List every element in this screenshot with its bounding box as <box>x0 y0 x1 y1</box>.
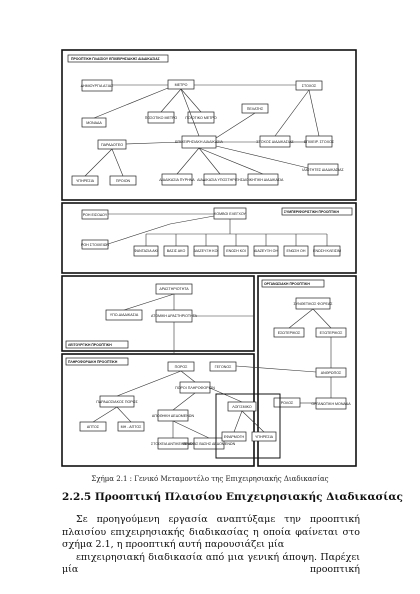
function-panel-label: ΛΕΙΤΟΥΡΓΙΚΗ ΠΡΟΟΠΤΙΚΗ <box>68 343 112 347</box>
svg-text:ΑΝΘΡΩΠΟΣ: ΑΝΘΡΩΠΟΣ <box>321 371 342 375</box>
body-paragraph: Σε προηγούμενη εργασία αναπτύξαμε την πρ… <box>62 514 360 577</box>
svg-text:ΔΙΑΖΕΥΞΗ ΚΟΙ: ΔΙΑΖΕΥΞΗ ΚΟΙ <box>194 249 219 253</box>
svg-text:ΠΡΟΙΟΝ: ΠΡΟΙΟΝ <box>116 179 131 183</box>
svg-text:ΠΟΣΟΤΙΚΟ ΜΕΤΡΟ: ΠΟΣΟΤΙΚΟ ΜΕΤΡΟ <box>145 116 178 120</box>
svg-text:ΔΡΑΣΤΗΡΙΟΤΗΤΑ: ΔΡΑΣΤΗΡΙΟΤΗΤΑ <box>159 287 189 291</box>
function-links <box>123 293 254 354</box>
svg-text:ΚΟΜΒΟΙ ΕΛΕΓΧΟΥ: ΚΟΜΒΟΙ ΕΛΕΓΧΟΥ <box>214 212 247 216</box>
process-panel <box>61 49 357 201</box>
organization-boxes: ΣΥΝΘΕΤΙΚΟΣ ΦΟΡΕΑΣ ΕΣΩΤΕΡΙΚΟΣ ΕΞΩΤΕΡΙΚΟΣ … <box>273 297 351 410</box>
svg-text:ΒΑΣΙΣ ΑΚΟ: ΒΑΣΙΣ ΑΚΟ <box>167 249 186 253</box>
function-boxes: ΔΡΑΣΤΗΡΙΟΤΗΤΑ ΥΠΟ-ΔΙΑΔΙΚΑΣΙΑ ΑΤΟΜΙΚΗ ΔΡΑ… <box>105 283 198 323</box>
svg-text:ΠΙΝΑΚΑΣ ΒΑΣΗΣ ΔΕΔΟΜΕΝΩΝ: ΠΙΝΑΚΑΣ ΒΑΣΗΣ ΔΕΔΟΜΕΝΩΝ <box>183 442 236 446</box>
svg-text:ΠΑΡΑΔΟΣΙΑΚΟΣ ΠΟΡΟΣ: ΠΑΡΑΔΟΣΙΑΚΟΣ ΠΟΡΟΣ <box>96 400 138 404</box>
svg-text:ΥΠΗΡΕΣΙΑ: ΥΠΗΡΕΣΙΑ <box>255 435 274 439</box>
metamodel-figure: .frame { fill:none; stroke:#111; stroke-… <box>60 48 360 468</box>
information-panel-label: ΠΛΗΡΟΦΟΡΙΑΚΗ ΠΡΟΟΠΤΙΚΗ <box>68 360 118 364</box>
paragraph-line: διαδικασίας η οποία φαίνεται στο σχήμα 2… <box>62 526 360 551</box>
figure-caption: Σχήμα 2.1 : Γενικό Μεταμοντέλο της Επιχε… <box>91 475 329 483</box>
svg-text:ΜΟΝΑΔΑ: ΜΟΝΑΔΑ <box>86 121 102 125</box>
svg-text:ΕΠΙΧΕΙΡΗΣΙΑΚΗ ΔΙΑΔΙΚΑΣΙΑ: ΕΠΙΧΕΙΡΗΣΙΑΚΗ ΔΙΑΔΙΚΑΣΙΑ <box>175 140 223 144</box>
svg-text:ΡΟΗ ΣΤΟΙΧΕΙΩΝ: ΡΟΗ ΣΤΟΙΧΕΙΩΝ <box>81 243 109 247</box>
svg-text:ΕΝΩΣΗ ΚΟΙ: ΕΝΩΣΗ ΚΟΙ <box>226 249 246 253</box>
svg-text:ΠΟΡΟΣ: ΠΟΡΟΣ <box>175 365 189 369</box>
svg-text:ΕΞΩΤΕΡΙΚΟΣ: ΕΞΩΤΕΡΙΚΟΣ <box>320 331 343 335</box>
svg-text:ΣΤΟΧΟΣ: ΣΤΟΧΟΣ <box>302 84 317 88</box>
svg-text:ΠΟΡΟΙ ΠΛΗΡΟΦΟΡΙΩΝ: ΠΟΡΟΙ ΠΛΗΡΟΦΟΡΙΩΝ <box>175 386 215 390</box>
svg-text:ΛΟΓΙΣΜΙΚΟ: ΛΟΓΙΣΜΙΚΟ <box>232 405 252 409</box>
svg-text:ΠΑΡΑΔΟΤΕΟ: ΠΑΡΑΔΟΤΕΟ <box>101 143 123 147</box>
svg-text:ΦΑΝΤΑΣΙΑ ΑΚΙ: ΦΑΝΤΑΣΙΑ ΑΚΙ <box>134 249 158 253</box>
svg-text:ΡΟΛΟΣ: ΡΟΛΟΣ <box>281 401 294 405</box>
svg-text:ΜΕΤΡΟ: ΜΕΤΡΟ <box>175 83 188 87</box>
svg-text:ΥΠΗΡΕΣΙΑ: ΥΠΗΡΕΣΙΑ <box>76 179 95 183</box>
process-panel-label: ΠΡΟΟΠΤΙΚΗ ΠΛΑΙΣΙΟΥ ΕΠΙΧΕΙΡΗΣΙΑΚΗΣ ΔΙΑΔΙΚ… <box>71 57 160 61</box>
svg-text:ΓΕΓΟΝΟΣ: ΓΕΓΟΝΟΣ <box>215 365 233 369</box>
svg-text:ΔΗΜΙΟΥΡΓΙΑ ΑΞΙΑΣ: ΔΗΜΙΟΥΡΓΙΑ ΑΞΙΑΣ <box>81 84 115 88</box>
svg-text:ΔΙΑΔΙΚΑΣΙΑ ΥΠΟΣΤΗΡΙΞΗΣ: ΔΙΑΔΙΚΑΣΙΑ ΥΠΟΣΤΗΡΙΞΗΣ <box>197 178 243 182</box>
behavior-links <box>107 213 328 246</box>
section-heading: 2.2.5 Προοπτική Πλαισίου Επιχειρησιακής … <box>62 491 403 503</box>
svg-text:ΙΔΙΟΤΗΤΕΣ ΔΙΑΔΙΚΑΣΙΑΣ: ΙΔΙΟΤΗΤΕΣ ΔΙΑΔΙΚΑΣΙΑΣ <box>302 168 344 172</box>
svg-text:ΔΙΑΔΙΚΑΣΙΑ ΠΥΡΗΝΑ: ΔΙΑΔΙΚΑΣΙΑ ΠΥΡΗΝΑ <box>159 178 195 182</box>
paragraph-line: Σε προηγούμενη εργασία αναπτύξαμε την πρ… <box>62 514 360 538</box>
information-links <box>92 365 317 439</box>
svg-text:ΔΙΑΖΕΥΞΗ ΟΗ: ΔΙΑΖΕΥΞΗ ΟΗ <box>254 249 279 253</box>
function-panel <box>61 275 255 352</box>
svg-text:ΕΣΩΤΕΡΙΚΟΣ: ΕΣΩΤΕΡΙΚΟΣ <box>278 331 301 335</box>
svg-text:ΑΠΤΟΣ: ΑΠΤΟΣ <box>87 425 100 429</box>
svg-text:ΥΠΟ-ΔΙΑΔΙΚΑΣΙΑ: ΥΠΟ-ΔΙΑΔΙΚΑΣΙΑ <box>110 313 139 317</box>
organization-panel <box>257 275 357 467</box>
behavior-panel <box>61 202 357 274</box>
organization-panel-label: ΟΡΓΑΝΩΣΙΑΚΗ ΠΡΟΟΠΤΙΚΗ <box>264 282 310 286</box>
behavior-panel-label: ΣΥΜΠΕΡΙΦΟΡΙΣΤΙΚΗ ΠΡΟΟΠΤΙΚΗ <box>284 210 339 214</box>
svg-text:ΕΝΩΣΗ ΟΗ: ΕΝΩΣΗ ΟΗ <box>287 249 306 253</box>
svg-text:ΜΗ - ΑΠΤΟΣ: ΜΗ - ΑΠΤΟΣ <box>121 425 143 429</box>
svg-text:ΕΠΙΧΕΙΡ. ΣΤΟΧΟΣ: ΕΠΙΧΕΙΡ. ΣΤΟΧΟΣ <box>304 140 335 144</box>
svg-text:ΠΟΙΟΤΙΚΟ ΜΕΤΡΟ: ΠΟΙΟΤΙΚΟ ΜΕΤΡΟ <box>185 116 216 120</box>
process-links <box>84 84 320 177</box>
svg-text:ΔΙΟΙΚΗΤΙΚΗ ΔΙΑΔΙΚΑΣΙΑ: ΔΙΟΙΚΗΤΙΚΗ ΔΙΑΔΙΚΑΣΙΑ <box>243 178 284 182</box>
svg-text:ΑΤΟΜΙΚΗ ΔΡΑΣΤΗΡΙΟΤΗΤΑ: ΑΤΟΜΙΚΗ ΔΡΑΣΤΗΡΙΟΤΗΤΑ <box>151 314 198 318</box>
svg-text:ΕΦΑΡΜΟΓΗ: ΕΦΑΡΜΟΓΗ <box>224 435 245 439</box>
organization-links <box>288 308 332 404</box>
svg-text:ΡΟΗ ΕΙΣΟΔΟΥ: ΡΟΗ ΕΙΣΟΔΟΥ <box>83 213 108 217</box>
svg-text:ΣΤΟΧΟΣ ΔΙΑΔΙΚΑΣΙΑΣ: ΣΤΟΧΟΣ ΔΙΑΔΙΚΑΣΙΑΣ <box>256 140 294 144</box>
svg-text:ΑΠΟΘΗΚΗ ΔΕΔΟΜΕΝΩΝ: ΑΠΟΘΗΚΗ ΔΕΔΟΜΕΝΩΝ <box>152 414 195 418</box>
svg-text:ΣΥΝΘΕΤΙΚΟΣ ΦΟΡΕΑΣ: ΣΥΝΘΕΤΙΚΟΣ ΦΟΡΕΑΣ <box>294 302 334 306</box>
svg-text:ΠΕΛΑΤΗΣ: ΠΕΛΑΤΗΣ <box>247 107 264 111</box>
svg-text:ΕΝΩΣΗ ΚΛΕΙΣΙΜ: ΕΝΩΣΗ ΚΛΕΙΣΙΜ <box>313 249 341 253</box>
information-boxes: ΠΟΡΟΣ ΓΕΓΟΝΟΣ ΠΟΡΟΙ ΠΛΗΡΟΦΟΡΙΩΝ ΠΑΡΑΔΟΣΙ… <box>79 361 277 450</box>
paragraph-line: επιχειρησιακή διαδικασία από μια γενική … <box>62 551 360 576</box>
svg-text:ΣΤΟΙΧΕΙΑ ΑΝΤΙΚΕΙΜΕΝΟΥ: ΣΤΟΙΧΕΙΑ ΑΝΤΙΚΕΙΜΕΝΟΥ <box>151 442 196 446</box>
svg-text:ΟΡΓΑΝΩΤΙΚΗ ΜΟΝΑΔΑ: ΟΡΓΑΝΩΤΙΚΗ ΜΟΝΑΔΑ <box>311 402 351 406</box>
process-boxes: ΔΗΜΙΟΥΡΓΙΑ ΑΞΙΑΣ ΜΕΤΡΟ ΜΟΝΑΔΑ ΠΟΣΟΤΙΚΟ Μ… <box>71 79 344 186</box>
